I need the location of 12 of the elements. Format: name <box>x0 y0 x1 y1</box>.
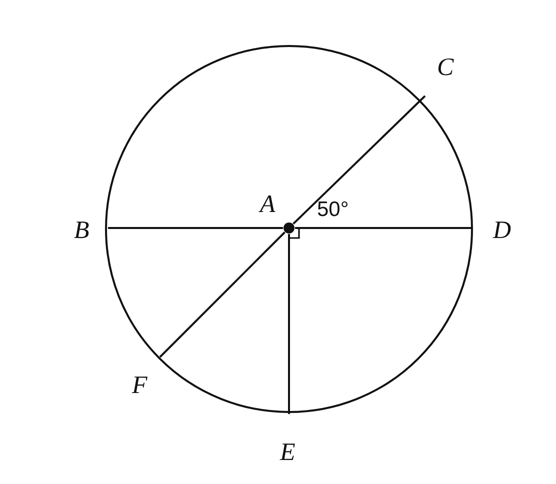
point-letter: C <box>437 55 454 81</box>
point-letter: B <box>74 218 90 244</box>
point-letter: F <box>132 373 148 399</box>
angle-label: 50° <box>317 199 349 221</box>
line-segment <box>292 95 426 225</box>
point-letter: D <box>493 218 512 244</box>
point-letter: A <box>260 192 276 218</box>
line-segment <box>159 232 286 358</box>
line-segment <box>295 227 471 229</box>
point-letter: E <box>280 440 296 466</box>
line-segment <box>108 227 283 229</box>
line-segment <box>288 234 290 414</box>
